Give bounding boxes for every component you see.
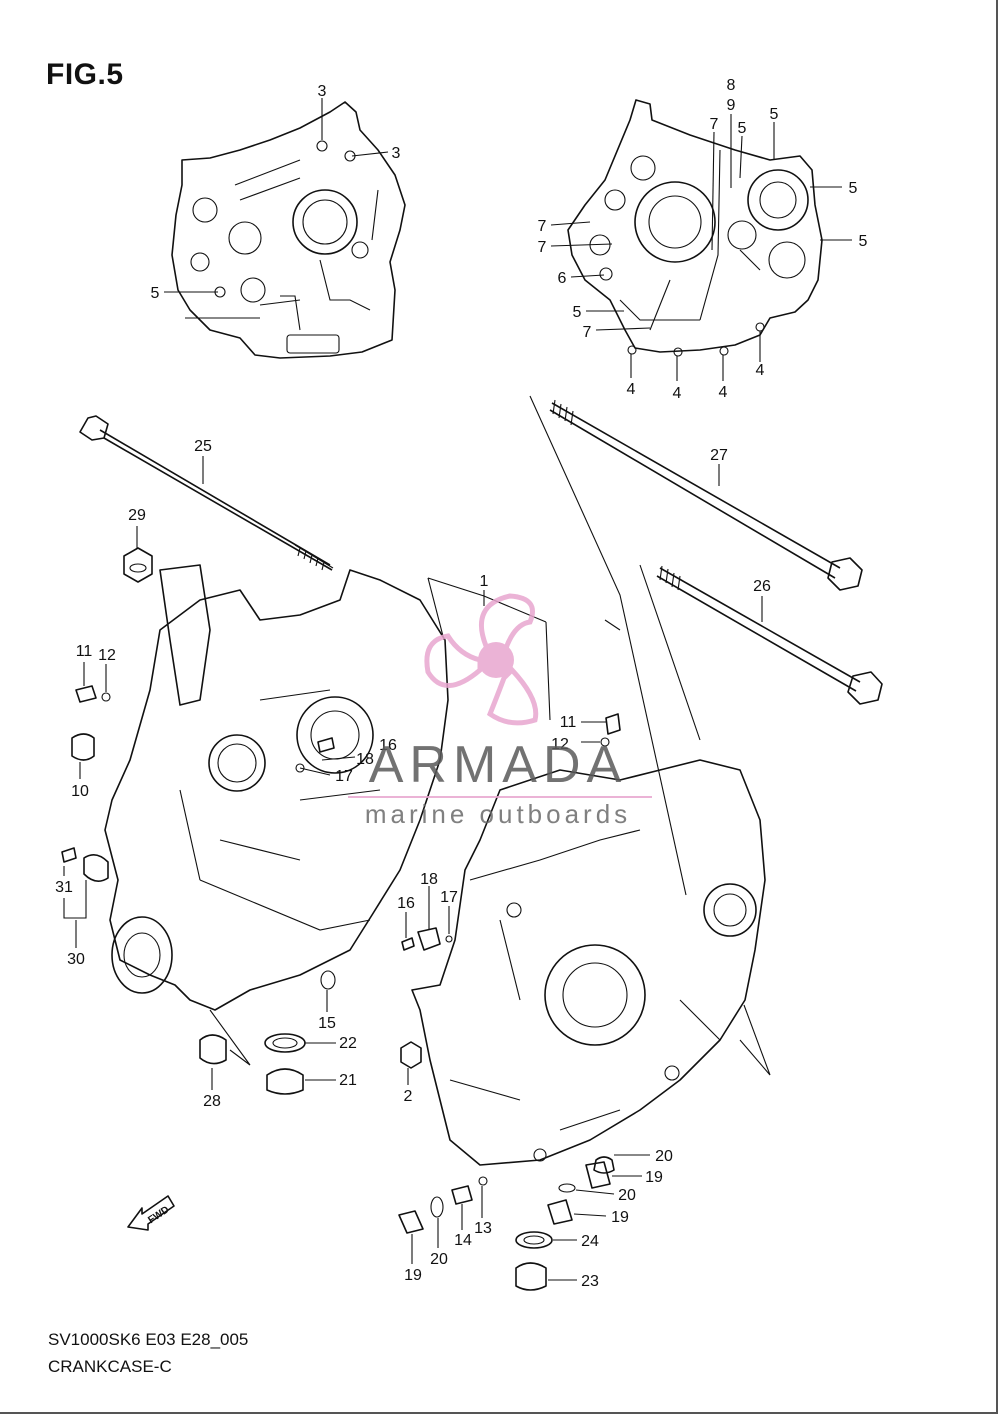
callout-5: 5 [151, 285, 160, 302]
callout-5: 5 [573, 304, 582, 321]
callout-5: 5 [859, 233, 868, 250]
callout-23: 23 [581, 1273, 599, 1290]
callout-5: 5 [849, 180, 858, 197]
crankcase-left-half-top-view [171, 101, 406, 359]
callout-4: 4 [719, 384, 728, 401]
callout-14: 14 [454, 1232, 472, 1249]
callout-16: 16 [397, 895, 415, 912]
callout-31: 31 [55, 879, 73, 896]
callout-5: 5 [770, 106, 779, 123]
callout-7: 7 [710, 116, 719, 133]
callout-labels: 3 3 5 8 9 7 5 5 5 5 7 7 6 5 7 4 4 4 4 25… [55, 77, 867, 1290]
armada-watermark: ARMADA marine outboards [348, 593, 652, 829]
callout-11: 11 [76, 643, 93, 660]
callout-4: 4 [627, 381, 636, 398]
callout-20: 20 [430, 1251, 448, 1268]
armada-propeller-logo-icon [424, 593, 539, 726]
callout-7: 7 [538, 218, 547, 235]
callout-28: 28 [203, 1093, 221, 1110]
small-parts [61, 547, 621, 1291]
callout-12: 12 [551, 736, 569, 753]
callout-4: 4 [673, 385, 682, 402]
watermark-tagline: marine outboards [365, 799, 631, 829]
watermark-name: ARMADA [369, 736, 627, 794]
callout-29: 29 [128, 507, 146, 524]
crankcase-bolt-25 [79, 415, 334, 571]
fwd-arrow-icon: FWD [127, 1195, 175, 1231]
callout-7: 7 [583, 324, 592, 341]
callout-19: 19 [645, 1169, 663, 1186]
callout-19: 19 [611, 1209, 629, 1226]
crankcase-right-half-top-view [567, 99, 823, 357]
callout-16: 16 [379, 737, 397, 754]
callout-13: 13 [474, 1220, 492, 1237]
callout-5: 5 [738, 120, 747, 137]
callout-7: 7 [538, 239, 547, 256]
callout-21: 21 [339, 1072, 357, 1089]
callout-27: 27 [710, 447, 728, 464]
callout-19: 19 [404, 1267, 422, 1284]
callout-4: 4 [756, 362, 765, 379]
crankcase-left-main [104, 564, 449, 1011]
callout-22: 22 [339, 1035, 357, 1052]
callout-30: 30 [67, 951, 85, 968]
leader-lines [63, 98, 852, 1281]
callout-18: 18 [420, 871, 438, 888]
callout-15: 15 [318, 1015, 336, 1032]
callout-12: 12 [98, 647, 116, 664]
callout-26: 26 [753, 578, 771, 595]
callout-3: 3 [392, 145, 401, 162]
callout-17: 17 [335, 768, 353, 785]
callout-1: 1 [480, 573, 489, 590]
callout-11: 11 [560, 714, 577, 731]
callout-6: 6 [558, 270, 567, 287]
diagram-code: SV1000SK6 E03 E28_005 [48, 1330, 249, 1349]
crankcase-right-main [411, 759, 766, 1166]
callout-18: 18 [356, 751, 374, 768]
callout-17: 17 [440, 889, 458, 906]
callout-10: 10 [71, 783, 89, 800]
callout-9: 9 [727, 97, 736, 114]
callout-3: 3 [318, 83, 327, 100]
callout-25: 25 [194, 438, 212, 455]
callout-20: 20 [618, 1187, 636, 1204]
callout-24: 24 [581, 1233, 599, 1250]
callout-8: 8 [727, 77, 736, 94]
figure-title: FIG.5 [46, 58, 124, 91]
diagram-section-name: CRANKCASE-C [48, 1357, 172, 1376]
crankcase-bolt-26 [656, 565, 883, 705]
crankcase-bolt-27 [549, 399, 863, 591]
callout-2: 2 [404, 1088, 413, 1105]
callout-20: 20 [655, 1148, 673, 1165]
